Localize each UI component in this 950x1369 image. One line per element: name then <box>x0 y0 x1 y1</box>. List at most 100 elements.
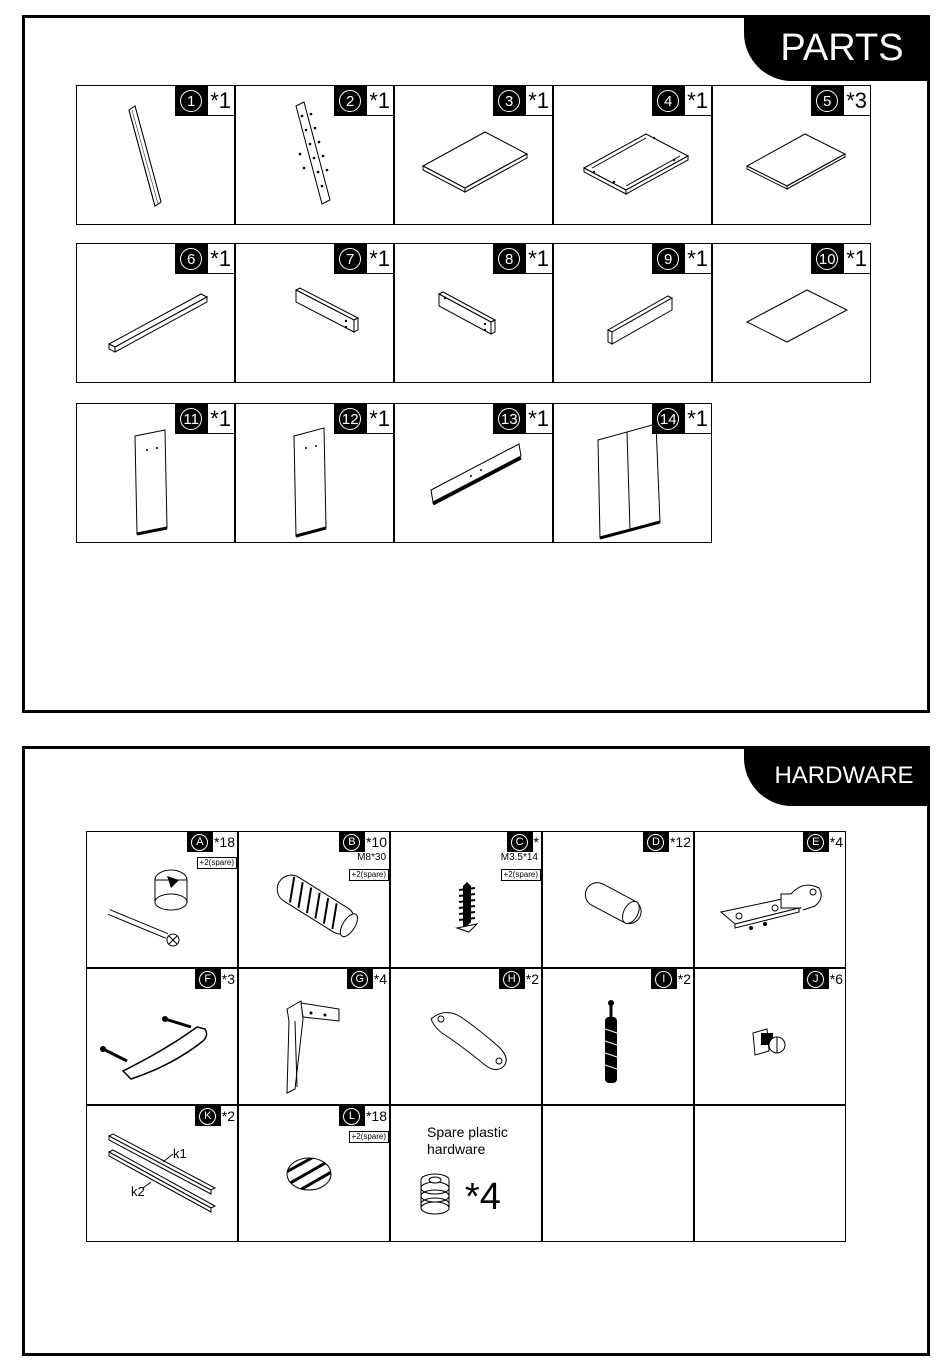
part-badge-8: 8*1 <box>493 244 552 274</box>
part-badge-4: 4*1 <box>652 86 711 116</box>
part-qty: *1 <box>366 86 393 116</box>
hardware-letter: F <box>199 971 216 988</box>
hardware-badge-L: L*18+2(spare) <box>339 1106 389 1144</box>
part-number: 4 <box>657 90 679 112</box>
part-cell-5: 5*3 <box>712 85 871 225</box>
hardware-cell-C: C *M3.5*14 +2(spare) <box>390 831 542 968</box>
hardware-qty: * <box>533 832 541 852</box>
part-badge-11: 11*1 <box>175 404 234 434</box>
hardware-cell-L: L*18+2(spare) <box>238 1105 390 1242</box>
part-number: 7 <box>339 248 361 270</box>
hinge-icon <box>695 832 846 968</box>
hardware-cell-empty-2 <box>694 1105 846 1242</box>
hardware-letter: C <box>511 834 528 851</box>
spare-plastic-icon <box>391 1106 542 1242</box>
hardware-cell-I: I *2 <box>542 968 694 1105</box>
part-qty: *1 <box>684 244 711 274</box>
part-number: 3 <box>498 90 520 112</box>
hardware-qty: *4 <box>373 969 389 989</box>
part-cell-3: 3*1 <box>394 85 553 225</box>
hardware-letter: H <box>503 971 520 988</box>
part-number: 9 <box>657 248 679 270</box>
part-qty: *1 <box>207 244 234 274</box>
part-number: 14 <box>657 408 679 430</box>
hardware-spare: +2(spare) <box>197 857 237 869</box>
hardware-title: HARDWARE <box>760 762 913 790</box>
hardware-cell-D: D*12 <box>542 831 694 968</box>
hardware-cell-G: G *4 <box>238 968 390 1105</box>
parts-tab: PARTS <box>744 15 930 81</box>
part-number: 1 <box>180 90 202 112</box>
drawer-slide-icon <box>87 1106 238 1242</box>
hardware-badge-F: F *3 <box>195 969 237 989</box>
part-qty: *1 <box>366 244 393 274</box>
hardware-cell-J: J*6 <box>694 968 846 1105</box>
hardware-cell-H: H *2 <box>390 968 542 1105</box>
hardware-letter: L <box>343 1108 360 1125</box>
hardware-letter: I <box>655 971 672 988</box>
hardware-badge-K: K *2 <box>195 1106 237 1126</box>
part-number: 2 <box>339 90 361 112</box>
part-badge-12: 12*1 <box>334 404 393 434</box>
part-cell-14: 14*1 <box>553 403 712 543</box>
hardware-letter: K <box>199 1108 216 1125</box>
part-badge-7: 7*1 <box>334 244 393 274</box>
hardware-badge-I: I *2 <box>651 969 693 989</box>
part-qty: *3 <box>843 86 870 116</box>
part-number: 13 <box>498 408 520 430</box>
parts-row-3: 11*1 12*1 13*1 14*1 <box>76 403 712 543</box>
hardware-tab: HARDWARE <box>744 746 930 806</box>
hardware-cell-K: k1 k2 K*2 <box>86 1105 238 1242</box>
hardware-badge-H: H *2 <box>499 969 541 989</box>
bracket-icon <box>391 969 542 1105</box>
hardware-badge-G: G *4 <box>347 969 389 989</box>
hardware-spare: +2(spare) <box>349 869 389 881</box>
hardware-qty: *2 <box>677 969 693 989</box>
part-badge-1: 1*1 <box>175 86 234 116</box>
part-qty: *1 <box>525 404 552 434</box>
wall-anchor-icon <box>543 969 694 1105</box>
hardware-qty: *2 <box>525 969 541 989</box>
hardware-qty: *12 <box>669 832 693 852</box>
slide-label-k1: k1 <box>173 1146 187 1161</box>
hardware-qty: *18 <box>213 832 237 852</box>
handle-icon <box>87 969 238 1105</box>
parts-row-2: 6*1 7*1 8*1 9*1 10*1 <box>76 243 871 383</box>
part-badge-13: 13*1 <box>493 404 552 434</box>
part-number: 11 <box>180 408 202 430</box>
part-number: 5 <box>816 90 838 112</box>
part-badge-5: 5*3 <box>811 86 870 116</box>
hardware-letter: G <box>351 971 368 988</box>
hardware-cell-spare: Spare plastic hardware *4 <box>390 1105 542 1242</box>
part-cell-13: 13*1 <box>394 403 553 543</box>
hardware-letter: B <box>343 834 360 851</box>
hardware-spec: M3.5*14 <box>501 852 541 864</box>
part-qty: *1 <box>525 86 552 116</box>
part-number: 6 <box>180 248 202 270</box>
part-qty: *1 <box>366 404 393 434</box>
hardware-badge-D: D*12 <box>643 832 693 852</box>
part-cell-7: 7*1 <box>235 243 394 383</box>
hardware-cell-F: F *3 <box>86 968 238 1105</box>
hardware-badge-J: J*6 <box>803 969 845 989</box>
part-qty: *1 <box>525 244 552 274</box>
part-badge-6: 6*1 <box>175 244 234 274</box>
hardware-spare: +2(spare) <box>349 1131 389 1143</box>
hardware-qty: *2 <box>221 1106 237 1126</box>
hardware-spare: +2(spare) <box>501 869 541 881</box>
pin-icon <box>543 832 694 968</box>
hardware-cell-E: E*4 <box>694 831 846 968</box>
part-cell-6: 6*1 <box>76 243 235 383</box>
hardware-qty: *4 <box>829 832 845 852</box>
hardware-qty: *6 <box>829 969 845 989</box>
part-qty: *1 <box>843 244 870 274</box>
hardware-qty: *3 <box>221 969 237 989</box>
hardware-cell-empty-1 <box>542 1105 694 1242</box>
part-qty: *1 <box>207 86 234 116</box>
part-cell-8: 8*1 <box>394 243 553 383</box>
hardware-badge-C: C *M3.5*14 +2(spare) <box>501 832 541 882</box>
part-number: 8 <box>498 248 520 270</box>
leg-icon <box>239 969 390 1105</box>
parts-row-1: 1*1 2*1 3*1 4*1 5*3 <box>76 85 871 225</box>
